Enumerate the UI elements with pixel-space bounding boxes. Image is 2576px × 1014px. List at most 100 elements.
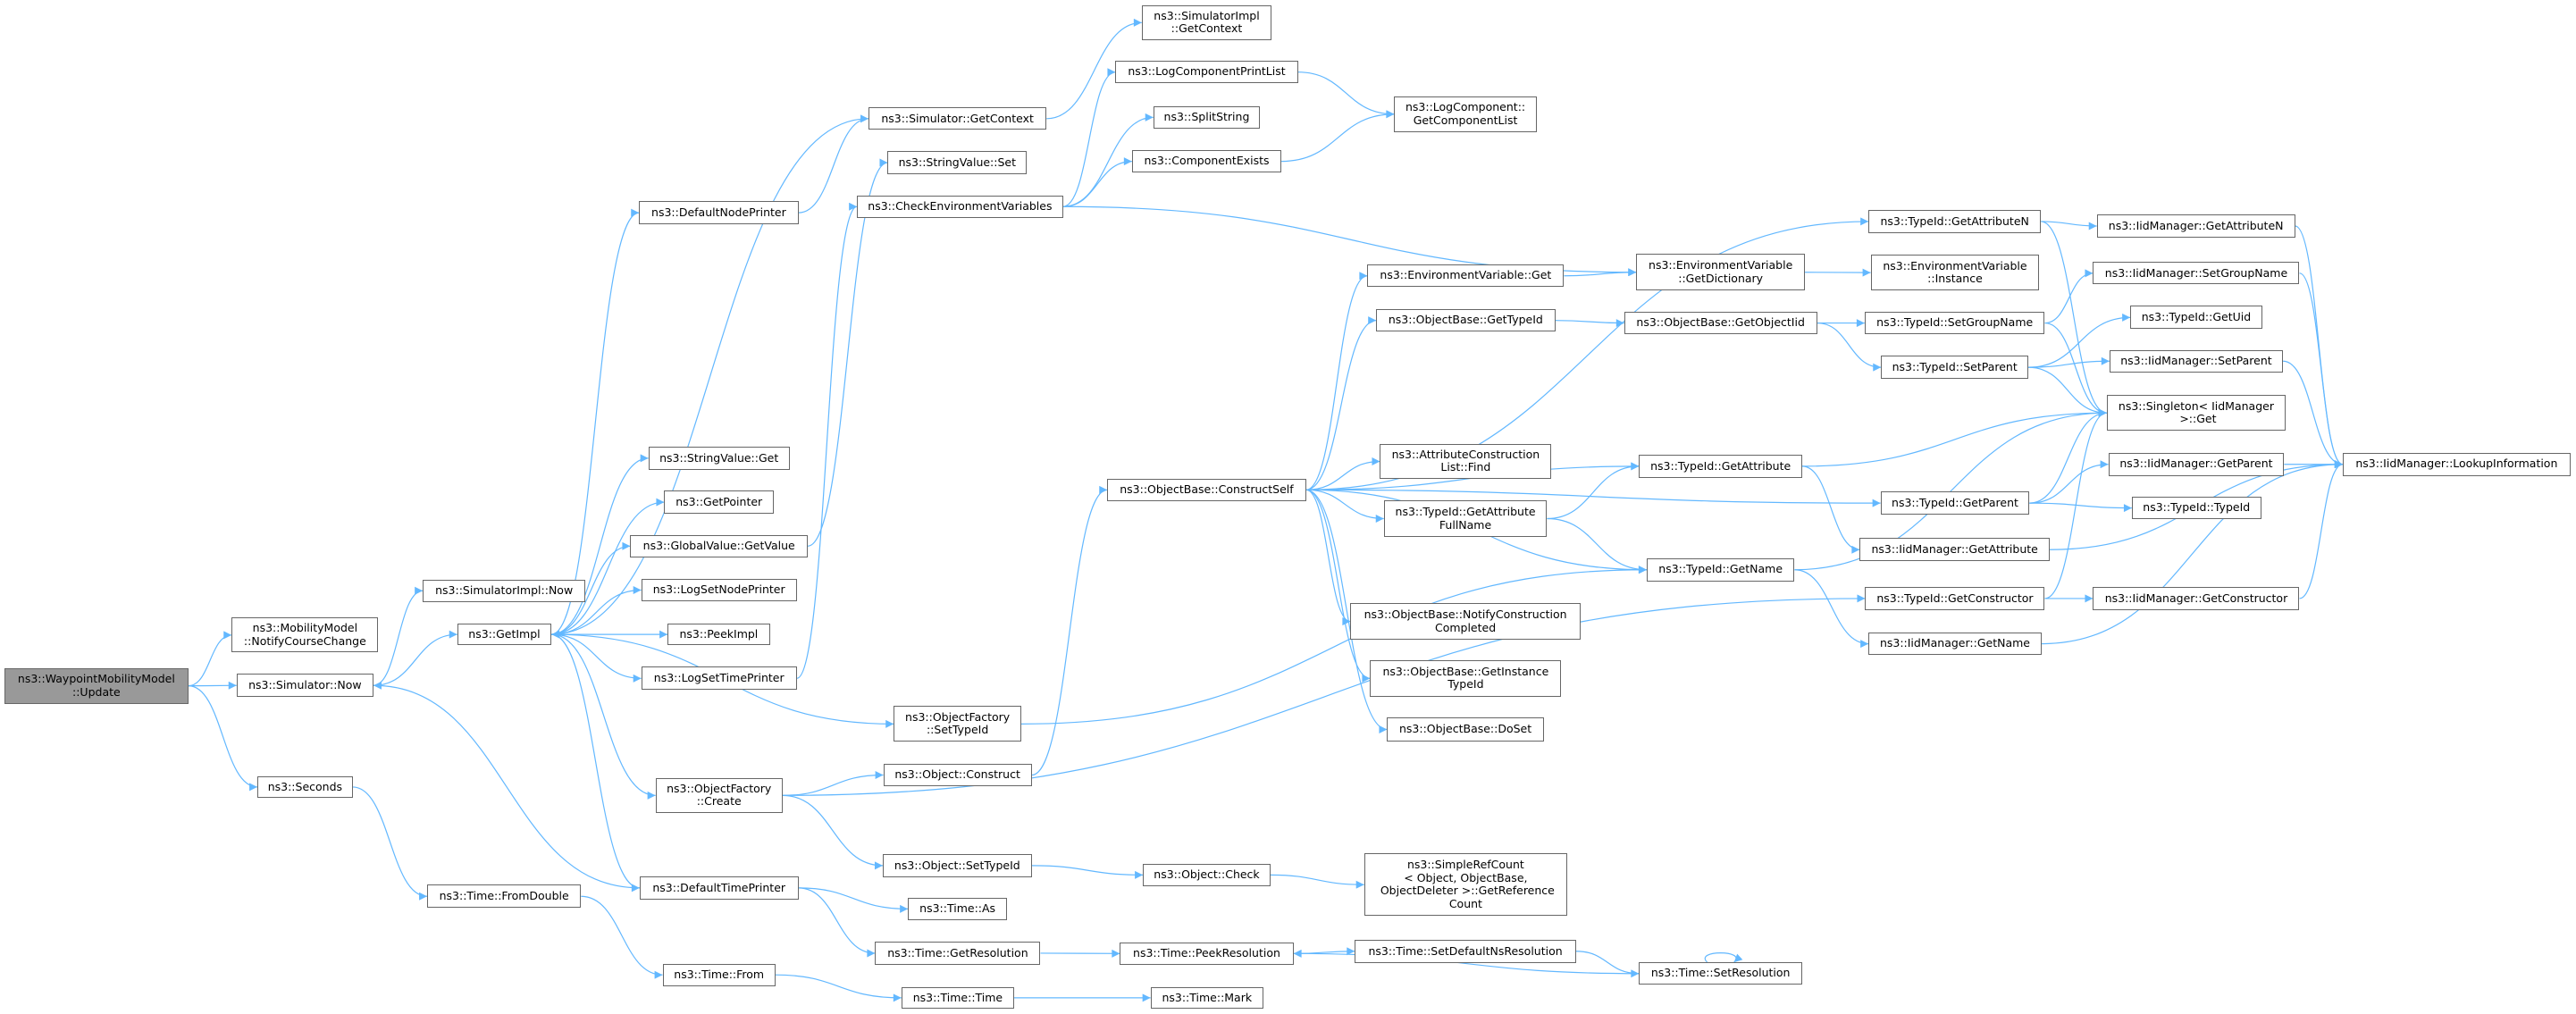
edge-construct-self-to-env-var-get [1305, 272, 1368, 490]
edge-update-to-notify [188, 631, 232, 687]
node-type-id-type-id[interactable]: ns3::TypeId::TypeId [2131, 496, 2261, 520]
edge-update-to-seconds [188, 685, 258, 792]
node-get-instance-type-id[interactable]: ns3::ObjectBase::GetInstance TypeId [1370, 660, 1562, 697]
node-iid-get-attribute-n[interactable]: ns3::IidManager::GetAttributeN [2096, 214, 2295, 238]
node-notify-constr[interactable]: ns3::ObjectBase::NotifyConstruction Comp… [1350, 603, 1581, 640]
node-component-exists[interactable]: ns3::ComponentExists [1131, 149, 1282, 173]
node-from-double[interactable]: ns3::Time::FromDouble [427, 884, 582, 909]
node-update[interactable]: ns3::WaypointMobilityModel ::Update [4, 667, 189, 704]
node-string-value-get[interactable]: ns3::StringValue::Get [648, 447, 790, 470]
edge-default-node-printer-to-sim-get-context [798, 114, 869, 214]
edge-time-set-resolution-to-peek-resolution [1293, 949, 1640, 975]
node-iid-set-group-name[interactable]: ns3::IidManager::SetGroupName [2093, 262, 2300, 285]
node-log-comp-print-list[interactable]: ns3::LogComponentPrintList [1115, 61, 1298, 84]
edge-set-default-ns-to-time-set-resolution [1575, 951, 1640, 978]
edge-log-set-time-printer-to-check-env [796, 202, 858, 679]
node-iid-get-attribute[interactable]: ns3::IidManager::GetAttribute [1859, 538, 2050, 562]
edge-object-check-to-simple-ref-count [1270, 874, 1364, 889]
node-attr-constr-find[interactable]: ns3::AttributeConstruction List::Find [1380, 443, 1552, 480]
node-default-node-printer[interactable]: ns3::DefaultNodePrinter [639, 201, 799, 225]
node-env-var-get[interactable]: ns3::EnvironmentVariable::Get [1367, 264, 1565, 288]
edge-env-var-get-to-get-dictionary [1564, 268, 1637, 277]
node-construct-self[interactable]: ns3::ObjectBase::ConstructSelf [1107, 478, 1306, 501]
node-simple-ref-count[interactable]: ns3::SimpleRefCount < Object, ObjectBase… [1364, 853, 1568, 916]
edge-obj-factory-set-type-id-to-type-id-get-name [1021, 566, 1647, 725]
node-log-set-node-printer[interactable]: ns3::LogSetNodePrinter [641, 578, 797, 602]
node-sim-impl-get-context[interactable]: ns3::SimulatorImpl ::GetContext [1141, 4, 1272, 40]
edge-set-group-name-to-iid-set-group-name [2044, 269, 2094, 324]
node-get-dictionary[interactable]: ns3::EnvironmentVariable ::GetDictionary [1636, 254, 1806, 290]
edge-iid-set-group-name-to-lookup [2299, 272, 2344, 469]
edge-time-set-resolution-to-time-set-resolution [1704, 952, 1743, 963]
node-get-uid[interactable]: ns3::TypeId::GetUid [2130, 306, 2262, 330]
edge-construct-self-to-obj-base-get-type-id [1305, 316, 1377, 490]
node-get-resolution[interactable]: ns3::Time::GetResolution [875, 941, 1041, 965]
node-global-value-get-value[interactable]: ns3::GlobalValue::GetValue [630, 534, 808, 557]
node-singleton[interactable]: ns3::Singleton< IidManager >::Get [2106, 395, 2287, 432]
edge-type-id-get-parent-to-singleton [2029, 408, 2107, 504]
node-iid-get-parent[interactable]: ns3::IidManager::GetParent [2108, 452, 2285, 476]
node-get-object-iid[interactable]: ns3::ObjectBase::GetObjectIid [1624, 311, 1817, 335]
node-type-id-get-parent[interactable]: ns3::TypeId::GetParent [1880, 491, 2030, 515]
node-get-impl[interactable]: ns3::GetImpl [457, 623, 552, 646]
node-object-construct[interactable]: ns3::Object::Construct [883, 763, 1032, 787]
node-time-set-resolution[interactable]: ns3::Time::SetResolution [1639, 962, 1802, 985]
edge-sim-now-to-sim-impl-now [373, 586, 424, 686]
node-env-instance[interactable]: ns3::EnvironmentVariable ::Instance [1870, 255, 2040, 290]
edge-log-comp-print-list-to-log-comp-get-list [1297, 71, 1395, 119]
edge-construct-self-to-do-set [1305, 489, 1388, 733]
node-obj-factory-set-type-id[interactable]: ns3::ObjectFactory ::SetTypeId [894, 706, 1022, 742]
node-type-id-get-name[interactable]: ns3::TypeId::GetName [1646, 557, 1795, 582]
edge-get-impl-to-default-time-printer [551, 633, 640, 892]
node-iid-set-parent[interactable]: ns3::IidManager::SetParent [2109, 349, 2284, 373]
node-iid-get-name[interactable]: ns3::IidManager::GetName [1868, 632, 2042, 656]
node-check-env[interactable]: ns3::CheckEnvironmentVariables [857, 195, 1063, 218]
edge-check-env-to-get-dictionary [1062, 205, 1637, 277]
node-time-mark[interactable]: ns3::Time::Mark [1150, 986, 1263, 1010]
node-obj-factory-create[interactable]: ns3::ObjectFactory ::Create [655, 777, 783, 813]
node-set-default-ns[interactable]: ns3::Time::SetDefaultNsResolution [1355, 939, 1576, 963]
node-obj-base-get-type-id[interactable]: ns3::ObjectBase::GetTypeId [1376, 309, 1556, 332]
node-get-constructor[interactable]: ns3::TypeId::GetConstructor [1865, 587, 2045, 610]
node-do-set[interactable]: ns3::ObjectBase::DoSet [1387, 717, 1544, 742]
edge-sim-get-context-to-get-impl [551, 118, 869, 639]
node-peek-impl[interactable]: ns3::PeekImpl [667, 623, 770, 646]
node-get-attr-full-name[interactable]: ns3::TypeId::GetAttribute FullName [1383, 500, 1548, 537]
edge-from-double-to-time-from [581, 895, 663, 979]
edge-iid-get-name-to-lookup [2041, 460, 2343, 645]
node-get-attribute-n[interactable]: ns3::TypeId::GetAttributeN [1868, 210, 2042, 233]
edge-iid-get-constructor-to-lookup [2299, 460, 2344, 599]
node-seconds[interactable]: ns3::Seconds [257, 775, 353, 799]
node-sim-now[interactable]: ns3::Simulator::Now [236, 674, 373, 698]
node-notify[interactable]: ns3::MobilityModel ::NotifyCourseChange [231, 617, 379, 653]
node-object-set-type-id[interactable]: ns3::Object::SetTypeId [882, 854, 1032, 877]
node-iid-get-constructor[interactable]: ns3::IidManager::GetConstructor [2093, 587, 2300, 610]
node-time-time[interactable]: ns3::Time::Time [901, 986, 1015, 1010]
edge-type-id-get-attribute-to-singleton [1801, 408, 2107, 467]
edge-get-attr-full-name-to-type-id-get-name [1547, 517, 1647, 574]
node-log-comp-get-list[interactable]: ns3::LogComponent:: GetComponentList [1394, 96, 1537, 132]
node-get-pointer[interactable]: ns3::GetPointer [664, 490, 774, 514]
node-sim-impl-now[interactable]: ns3::SimulatorImpl::Now [423, 579, 586, 602]
node-type-id-get-attribute[interactable]: ns3::TypeId::GetAttribute [1639, 454, 1802, 478]
edge-default-time-printer-to-time-as [798, 887, 909, 913]
edge-construct-self-to-attr-constr-find [1305, 457, 1380, 490]
edge-get-impl-to-obj-factory-create [551, 633, 656, 800]
node-default-time-printer[interactable]: ns3::DefaultTimePrinter [639, 876, 799, 900]
node-log-set-time-printer[interactable]: ns3::LogSetTimePrinter [641, 666, 797, 691]
node-split-string[interactable]: ns3::SplitString [1153, 105, 1261, 130]
node-set-group-name[interactable]: ns3::TypeId::SetGroupName [1864, 311, 2045, 335]
node-peek-resolution[interactable]: ns3::Time::PeekResolution [1120, 942, 1294, 965]
edge-get-impl-to-default-node-printer [551, 208, 640, 635]
node-lookup[interactable]: ns3::IidManager::LookupInformation [2342, 452, 2571, 476]
node-time-as[interactable]: ns3::Time::As [908, 897, 1008, 921]
node-sim-get-context[interactable]: ns3::Simulator::GetContext [868, 107, 1047, 130]
node-time-from[interactable]: ns3::Time::From [662, 963, 776, 986]
edge-get-constructor-to-singleton [2044, 408, 2107, 599]
edge-object-construct-to-construct-self [1031, 485, 1108, 776]
node-set-parent[interactable]: ns3::TypeId::SetParent [1881, 356, 2029, 380]
edge-type-id-get-name-to-iid-get-name [1794, 569, 1869, 649]
node-string-value-set[interactable]: ns3::StringValue::Set [887, 151, 1028, 174]
node-object-check[interactable]: ns3::Object::Check [1143, 864, 1271, 886]
